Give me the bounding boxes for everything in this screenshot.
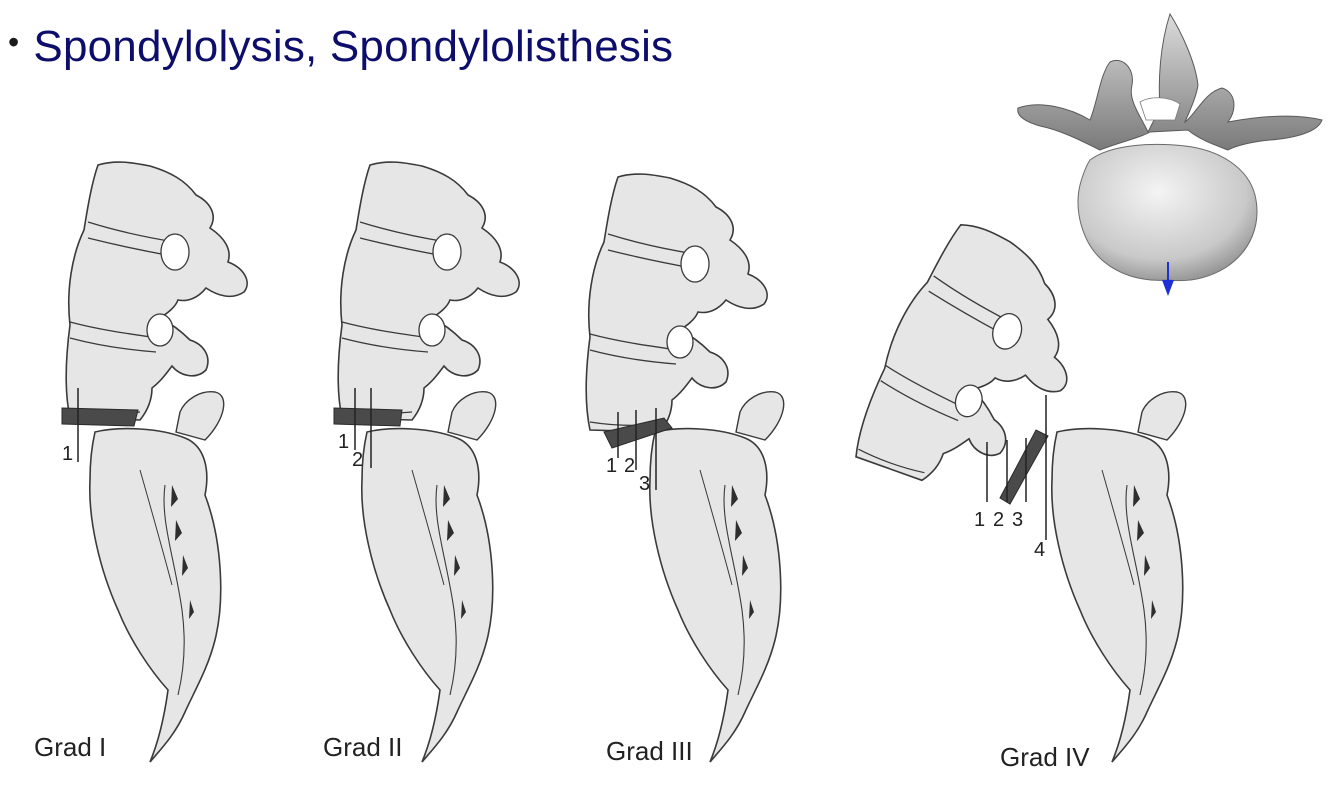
grade-label: Grad II [323, 732, 402, 762]
marker-label: 2 [352, 449, 363, 471]
bullet-glyph: • [8, 24, 20, 60]
grade-label: Grad I [34, 732, 106, 762]
marker-label: 4 [1034, 539, 1045, 561]
marker-label: 1 [338, 431, 349, 453]
grade-label: Grad IV [1000, 742, 1090, 772]
spine-grade-4 [850, 211, 1187, 763]
marker-label: 3 [639, 473, 650, 495]
spine-grade-1 [61, 161, 248, 763]
marker-label: 1 [606, 455, 617, 477]
title-text: Spondylolysis, Spondylolisthesis [33, 22, 674, 71]
arrow-down-icon [1162, 262, 1174, 296]
marker-label: 2 [624, 455, 635, 477]
marker-label: 3 [1012, 509, 1023, 531]
marker-label: 2 [993, 509, 1004, 531]
marker-label: 1 [62, 443, 73, 465]
slip-shade [61, 407, 139, 427]
slide-title: • Spondylolysis, Spondylolisthesis [8, 22, 673, 72]
spine-grade-3 [585, 173, 785, 763]
grade-label: Grad III [606, 736, 693, 766]
spine-grade-2 [333, 161, 520, 763]
vertebra-top-view-icon [1017, 12, 1323, 282]
slip-shade [603, 417, 673, 449]
slip-shade [333, 407, 403, 427]
marker-label: 1 [974, 509, 985, 531]
